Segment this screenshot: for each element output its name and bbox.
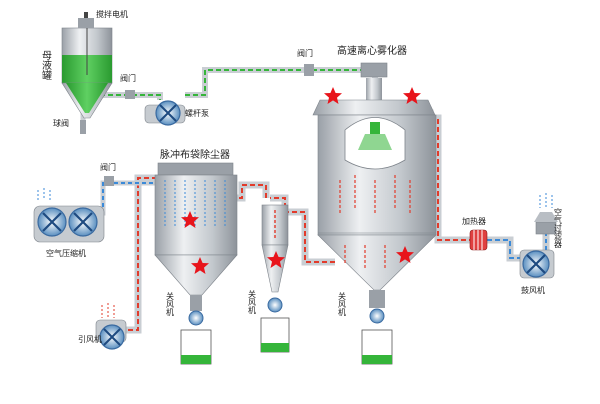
star-icon xyxy=(324,87,342,104)
induced-fan xyxy=(95,303,127,350)
ball-valve-label: 球阀 xyxy=(53,118,69,128)
star-icon xyxy=(403,87,421,104)
valve-tank-out-label: 阀门 xyxy=(120,73,136,83)
valve-left-label: 阀门 xyxy=(100,162,116,172)
air-compressor-label: 空气压缩机 xyxy=(46,248,86,258)
blower-label: 鼓风机 xyxy=(521,285,545,295)
star-icon xyxy=(396,246,414,263)
highlight-stars xyxy=(181,87,421,274)
mother-liquor-tank: 母液罐 xyxy=(40,12,113,119)
air-filter xyxy=(534,193,558,235)
star-icon xyxy=(181,211,199,228)
atomizer-dryer xyxy=(312,62,437,308)
heater xyxy=(469,229,488,251)
bag-filter-label: 脉冲布袋除尘器 xyxy=(160,148,230,161)
star-icon xyxy=(191,257,209,274)
closing-fan-2-label: 关风机 xyxy=(248,289,257,315)
compressed-air-pipeline xyxy=(95,180,160,216)
valve-top-label: 阀门 xyxy=(297,48,313,58)
star-icon xyxy=(267,251,285,268)
screw-pump xyxy=(144,100,186,126)
blower xyxy=(519,249,555,279)
cyclone xyxy=(261,204,289,293)
valve-icon xyxy=(104,176,114,186)
closing-fan-bag-filter xyxy=(180,310,212,365)
air-filter-label: 空气过滤器 xyxy=(554,207,563,249)
air-compressor xyxy=(33,188,105,243)
bag-filter xyxy=(154,162,238,311)
closing-fan-3-label: 关风机 xyxy=(338,291,347,317)
heater-label: 加热器 xyxy=(462,216,486,226)
valve-icon xyxy=(304,64,314,76)
atomizer-dryer-label: 高速离心雾化器 xyxy=(337,44,407,57)
agitator-motor-label: 搅拌电机 xyxy=(96,9,128,19)
closing-fan-1-label: 关风机 xyxy=(166,291,175,317)
closing-fan-cyclone xyxy=(260,297,290,353)
mother-tank-label: 母液罐 xyxy=(40,50,52,81)
ball-valve-icon xyxy=(80,120,86,134)
screw-pump-label: 螺杆泵 xyxy=(185,108,209,118)
exhaust-pipeline xyxy=(125,174,335,334)
closing-fan-dryer xyxy=(361,308,393,365)
induced-fan-label: 引风机 xyxy=(78,334,102,344)
valve-icon xyxy=(125,90,135,99)
